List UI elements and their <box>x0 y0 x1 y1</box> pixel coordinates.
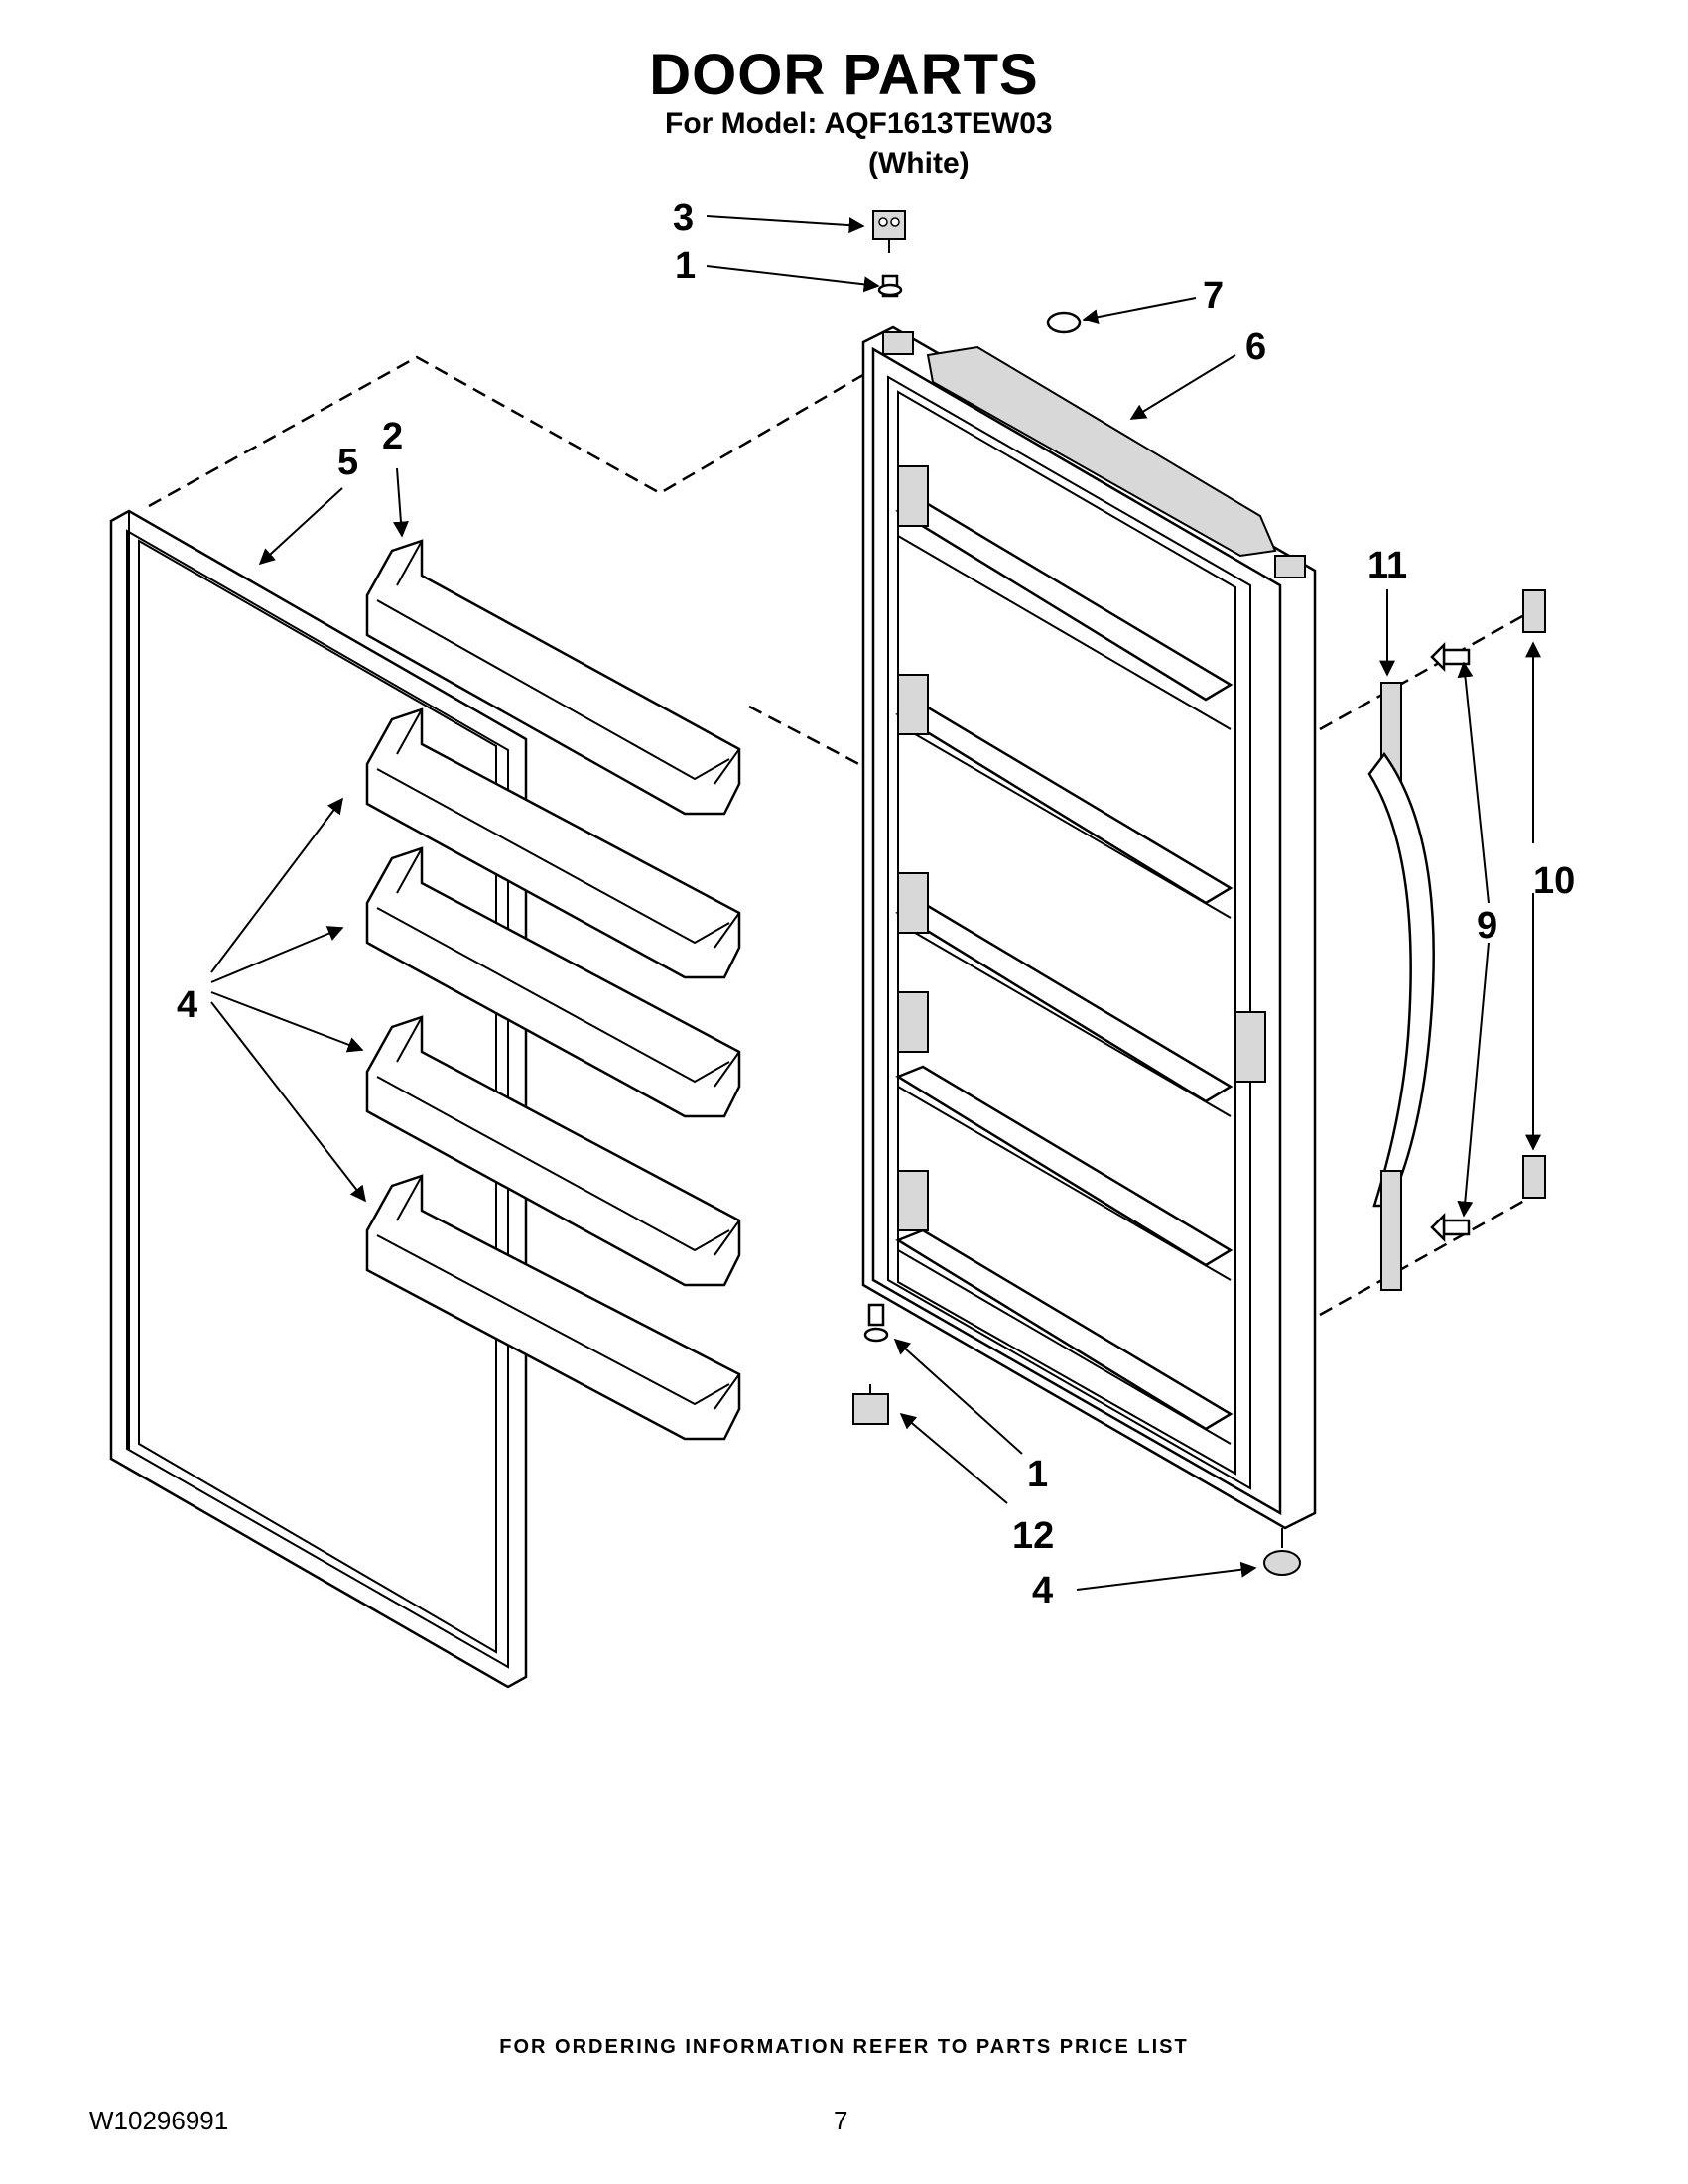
leader-lines <box>210 215 1541 1591</box>
ordering-note: FOR ORDERING INFORMATION REFER TO PARTS … <box>499 2036 1189 2058</box>
door-bin <box>365 539 741 816</box>
door-bin <box>365 1174 741 1441</box>
leveling-leg <box>1263 1528 1301 1576</box>
top-bushing <box>877 274 903 298</box>
callout-12: 12 <box>1012 1515 1054 1557</box>
door-bins <box>365 539 741 1441</box>
callout-11: 11 <box>1367 545 1407 586</box>
handle-screws <box>1430 641 1471 1243</box>
document-number: W10296991 <box>89 2106 229 2135</box>
model-number: For Model: AQF1613TEW03 <box>665 107 1053 140</box>
callout-1-top: 1 <box>675 245 696 287</box>
page-number: 7 <box>834 2106 848 2135</box>
model-color: (White) <box>868 147 970 180</box>
callout-4-bottom: 4 <box>1032 1570 1053 1611</box>
callout-3: 3 <box>673 197 694 239</box>
callout-4-left: 4 <box>177 984 197 1026</box>
callout-6: 6 <box>1245 326 1266 368</box>
plug <box>1046 311 1082 334</box>
door-bin <box>365 707 741 979</box>
callout-2: 2 <box>382 416 403 457</box>
callout-9: 9 <box>1477 905 1497 947</box>
page-title: DOOR PARTS <box>649 43 1039 107</box>
callout-7: 7 <box>1203 275 1224 317</box>
handle-brackets <box>1522 589 1546 1199</box>
callout-5: 5 <box>337 442 358 483</box>
door-assembly <box>861 325 1317 1530</box>
door-bin <box>365 1015 741 1287</box>
door-bin <box>365 846 741 1118</box>
top-hinge-cover <box>872 210 906 253</box>
bottom-bushing <box>863 1303 889 1343</box>
door-handle <box>1367 682 1435 1291</box>
callout-10: 10 <box>1533 860 1575 902</box>
bottom-hinge <box>852 1384 889 1425</box>
callout-1-bottom: 1 <box>1027 1454 1048 1495</box>
